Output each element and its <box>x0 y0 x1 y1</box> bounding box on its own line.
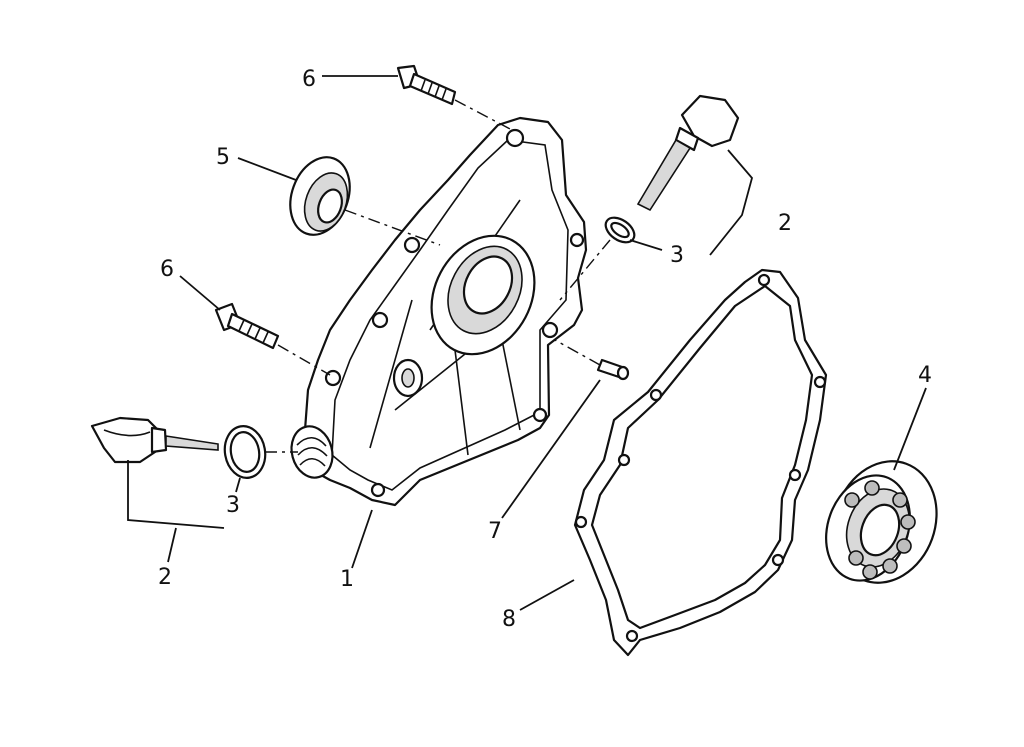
oil-seal-axis <box>344 209 441 246</box>
dowel-pin-axis <box>554 339 601 366</box>
leader-lines <box>127 75 927 611</box>
callout-3-right: 3 <box>670 243 684 268</box>
oil-seal <box>289 156 351 236</box>
dowel-pin <box>596 358 630 381</box>
callout-8: 8 <box>502 607 516 632</box>
callout-labels: 6 5 6 2 3 2 3 1 7 8 4 <box>158 67 932 632</box>
cover-gasket <box>573 268 828 657</box>
bolt-6-middle <box>214 302 280 350</box>
callout-3-left: 3 <box>226 493 240 518</box>
bolt-6-top <box>396 64 457 106</box>
callout-1: 1 <box>340 567 354 592</box>
callout-4: 4 <box>918 363 932 388</box>
callout-7: 7 <box>488 519 502 544</box>
bolt-6-top-axis <box>454 99 513 131</box>
o-ring-left <box>223 425 267 479</box>
bolt-6-middle-axis <box>277 344 331 376</box>
ball-bearing <box>825 460 938 584</box>
callout-2-right: 2 <box>778 211 792 236</box>
callout-6-top: 6 <box>302 67 316 92</box>
oil-dipstick-left <box>90 416 219 464</box>
callout-6-middle: 6 <box>160 257 174 282</box>
crankcase-cover <box>290 116 588 507</box>
callout-5: 5 <box>216 145 230 170</box>
callout-2-left: 2 <box>158 565 172 590</box>
oil-dipstick-right <box>636 94 740 212</box>
o-ring-right <box>604 216 636 244</box>
